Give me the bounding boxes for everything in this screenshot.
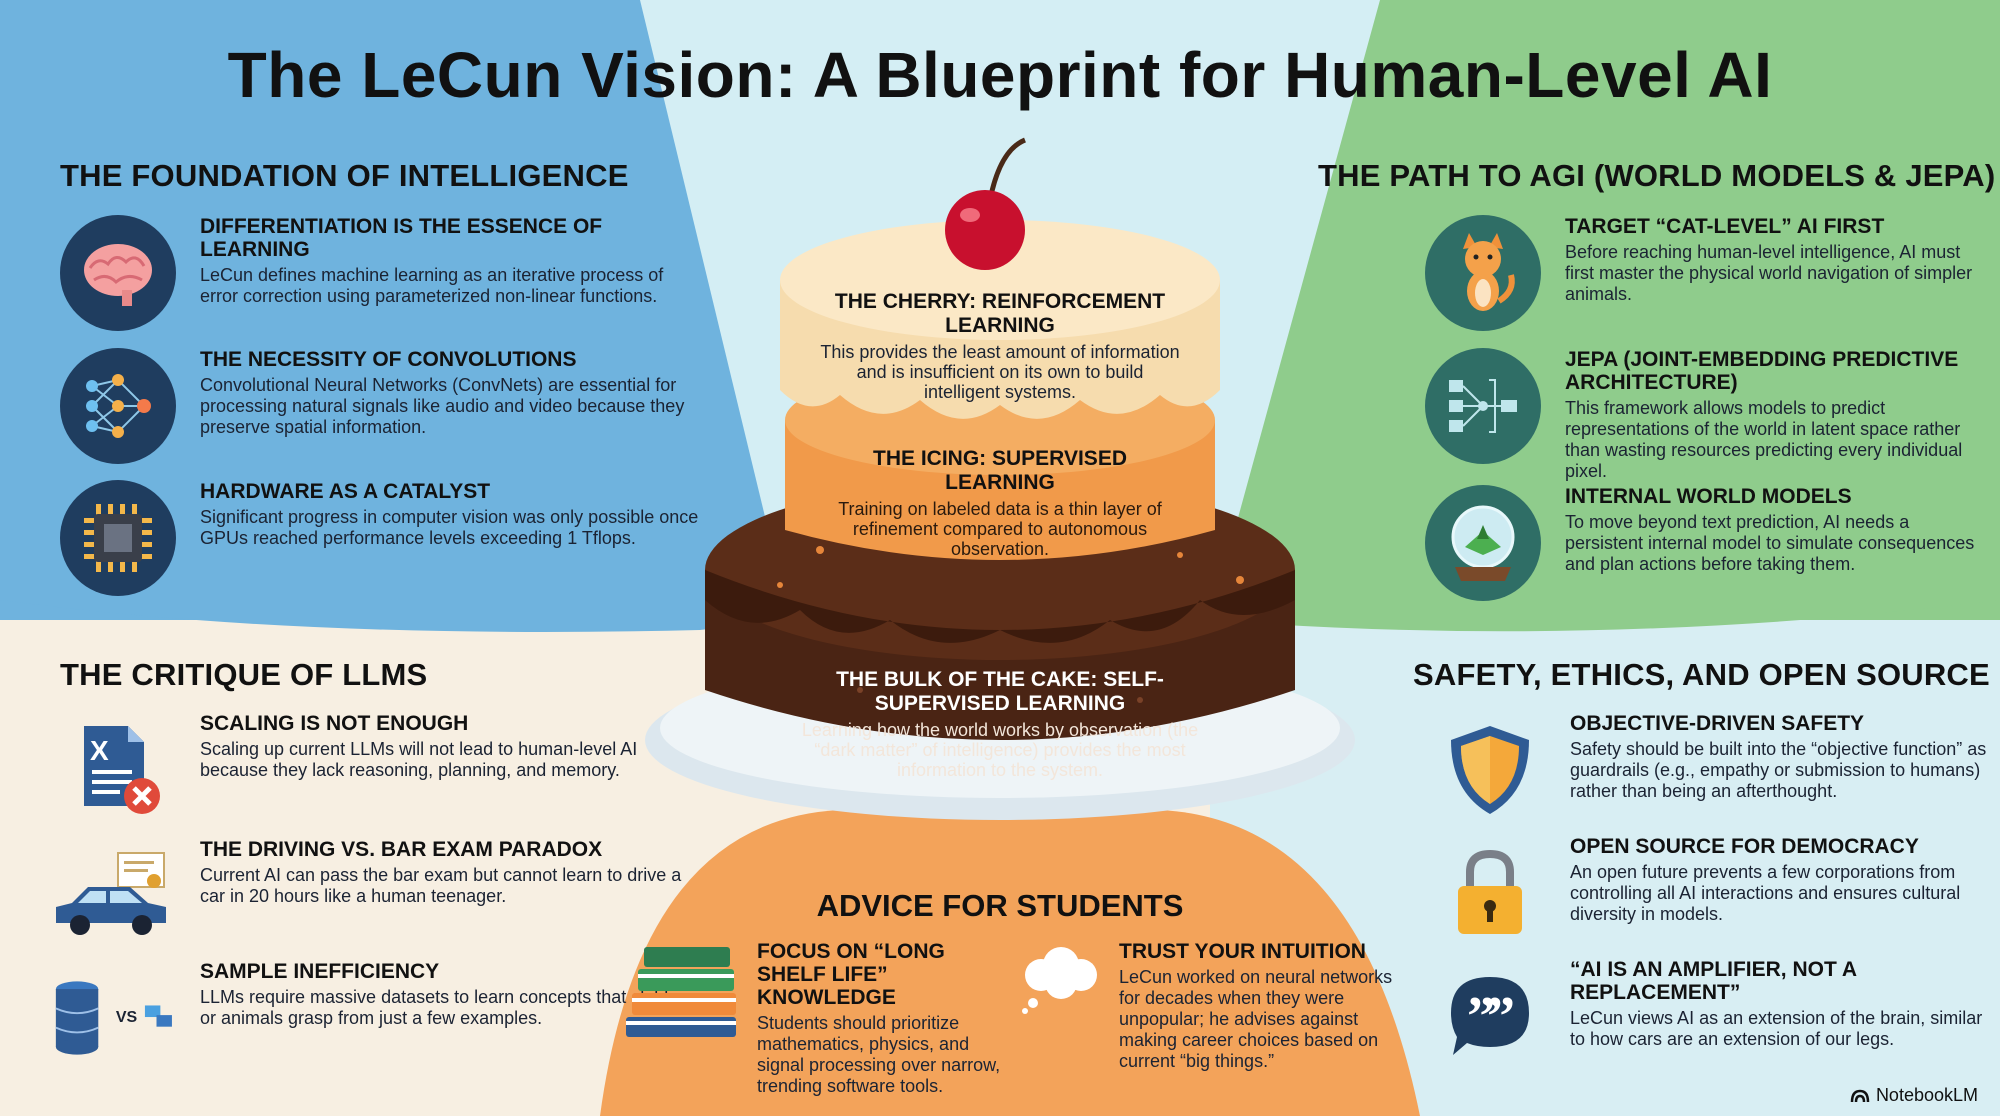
- cake-bulk-text: THE BULK OF THE CAKE: SELF-SUPERVISED LE…: [800, 668, 1200, 780]
- chip-icon: [60, 480, 176, 596]
- car-certificate-icon: [52, 838, 176, 954]
- agi-item: TARGET “CAT-LEVEL” AI FIRST Before reach…: [1425, 215, 1985, 331]
- safety-item: OPEN SOURCE FOR DEMOCRACY An open future…: [1440, 835, 2000, 951]
- item-title: JEPA (JOINT-EMBEDDING PREDICTIVE ARCHITE…: [1565, 348, 1959, 394]
- item-title: INTERNAL WORLD MODELS: [1565, 485, 1852, 508]
- safety-item: OBJECTIVE-DRIVEN SAFETY Safety should be…: [1440, 712, 2000, 828]
- section-title-agi: THE PATH TO AGI (WORLD MODELS & JEPA): [1318, 158, 1996, 193]
- shield-icon: [1440, 712, 1540, 828]
- cake-illustration: [645, 137, 1355, 820]
- item-title: THE DRIVING VS. BAR EXAM PARADOX: [200, 838, 603, 861]
- page-title: The LeCun Vision: A Blueprint for Human-…: [227, 39, 1773, 111]
- quote-icon: ””: [1440, 958, 1540, 1074]
- item-title: “AI IS AN AMPLIFIER, NOT A REPLACEMENT”: [1570, 958, 1857, 1004]
- item-desc: LeCun worked on neural networks for deca…: [1119, 967, 1393, 1071]
- safety-item: ”” “AI IS AN AMPLIFIER, NOT A REPLACEMEN…: [1440, 958, 2000, 1074]
- section-title-foundation: THE FOUNDATION OF INTELLIGENCE: [60, 158, 629, 193]
- item-title: SCALING IS NOT ENOUGH: [200, 712, 469, 735]
- icing-desc: Training on labeled data is a thin layer…: [838, 499, 1162, 559]
- advice-item: FOCUS ON “LONG SHELF LIFE” KNOWLEDGE Stu…: [615, 940, 1015, 1097]
- llm-item: THE DRIVING VS. BAR EXAM PARADOX Current…: [52, 838, 700, 954]
- item-desc: Students should prioritize mathematics, …: [757, 1013, 1001, 1096]
- advice-item: TRUST YOUR INTUITION LeCun worked on neu…: [1015, 940, 1415, 1072]
- brain-icon: [60, 215, 176, 331]
- cherry-title: THE CHERRY: REINFORCEMENT LEARNING: [834, 290, 1166, 337]
- section-title-safety: SAFETY, ETHICS, AND OPEN SOURCE: [1413, 657, 1990, 692]
- thought-cloud-icon: [1015, 940, 1105, 1020]
- brand-badge: NotebookLM: [1850, 1085, 1978, 1106]
- item-desc: LeCun defines machine learning as an ite…: [200, 265, 664, 306]
- item-desc: Scaling up current LLMs will not lead to…: [200, 739, 638, 780]
- agi-item: JEPA (JOINT-EMBEDDING PREDICTIVE ARCHITE…: [1425, 348, 1985, 482]
- svg-text:”: ”: [1487, 986, 1515, 1048]
- foundation-item: THE NECESSITY OF CONVOLUTIONS Convolutio…: [60, 348, 700, 464]
- section-title-llms: THE CRITIQUE OF LLMS: [60, 657, 428, 692]
- item-title: OPEN SOURCE FOR DEMOCRACY: [1570, 835, 1919, 858]
- document-x-icon: X: [60, 712, 176, 828]
- item-title: THE NECESSITY OF CONVOLUTIONS: [200, 348, 577, 371]
- snow-globe-icon: [1425, 485, 1541, 601]
- item-desc: Significant progress in computer vision …: [200, 507, 699, 548]
- item-title: TARGET “CAT-LEVEL” AI FIRST: [1565, 215, 1885, 238]
- item-title: SAMPLE INEFFICIENCY: [200, 960, 440, 983]
- vs-label: VS: [115, 1009, 138, 1026]
- books-icon: [615, 940, 745, 1050]
- cat-icon: [1425, 215, 1541, 331]
- llm-item: VS SAMPLE INEFFICIENCY LLMs require mass…: [52, 960, 700, 1076]
- item-title: DIFFERENTIATION IS THE ESSENCE OF LEARNI…: [200, 215, 603, 261]
- svg-text:”: ”: [1467, 986, 1495, 1048]
- neural-network-icon: [60, 348, 176, 464]
- foundation-item: HARDWARE AS A CATALYST Significant progr…: [60, 480, 700, 596]
- foundation-item: DIFFERENTIATION IS THE ESSENCE OF LEARNI…: [60, 215, 700, 331]
- item-title: TRUST YOUR INTUITION: [1119, 940, 1366, 963]
- bulk-desc: Learning how the world works by observat…: [801, 720, 1199, 780]
- brand-label: NotebookLM: [1875, 1085, 1978, 1105]
- cake-icing-text: THE ICING: SUPERVISED LEARNING Training …: [830, 447, 1170, 559]
- agi-item: INTERNAL WORLD MODELS To move beyond tex…: [1425, 485, 1985, 601]
- item-title: HARDWARE AS A CATALYST: [200, 480, 491, 503]
- llm-item: X SCALING IS NOT ENOUGH Scaling up curre…: [60, 712, 700, 828]
- item-desc: An open future prevents a few corporatio…: [1570, 862, 1961, 924]
- architecture-icon: [1425, 348, 1541, 464]
- item-desc: This framework allows models to predict …: [1565, 398, 1963, 481]
- item-desc: Safety should be built into the “objecti…: [1570, 739, 1987, 801]
- item-title: OBJECTIVE-DRIVEN SAFETY: [1570, 712, 1865, 735]
- item-title: FOCUS ON “LONG SHELF LIFE” KNOWLEDGE: [757, 940, 945, 1009]
- svg-text:X: X: [90, 735, 109, 766]
- database-vs-icon: VS: [52, 960, 176, 1076]
- cherry: [945, 190, 1025, 270]
- item-desc: Current AI can pass the bar exam but can…: [200, 865, 682, 906]
- item-desc: LeCun views AI as an extension of the br…: [1570, 1008, 1983, 1049]
- cake-cherry-text: THE CHERRY: REINFORCEMENT LEARNING This …: [820, 290, 1180, 402]
- cherry-desc: This provides the least amount of inform…: [820, 342, 1180, 402]
- bulk-title: THE BULK OF THE CAKE: SELF-SUPERVISED LE…: [836, 668, 1164, 715]
- icing-title: THE ICING: SUPERVISED LEARNING: [873, 447, 1127, 494]
- item-desc: Before reaching human-level intelligence…: [1565, 242, 1973, 304]
- advice-title: ADVICE FOR STUDENTS: [816, 888, 1184, 923]
- lock-icon: [1440, 835, 1540, 951]
- item-desc: To move beyond text prediction, AI needs…: [1565, 512, 1975, 574]
- notebooklm-logo-icon: [1850, 1089, 1870, 1102]
- item-desc: Convolutional Neural Networks (ConvNets)…: [200, 375, 685, 437]
- item-desc: LLMs require massive datasets to learn c…: [200, 987, 695, 1028]
